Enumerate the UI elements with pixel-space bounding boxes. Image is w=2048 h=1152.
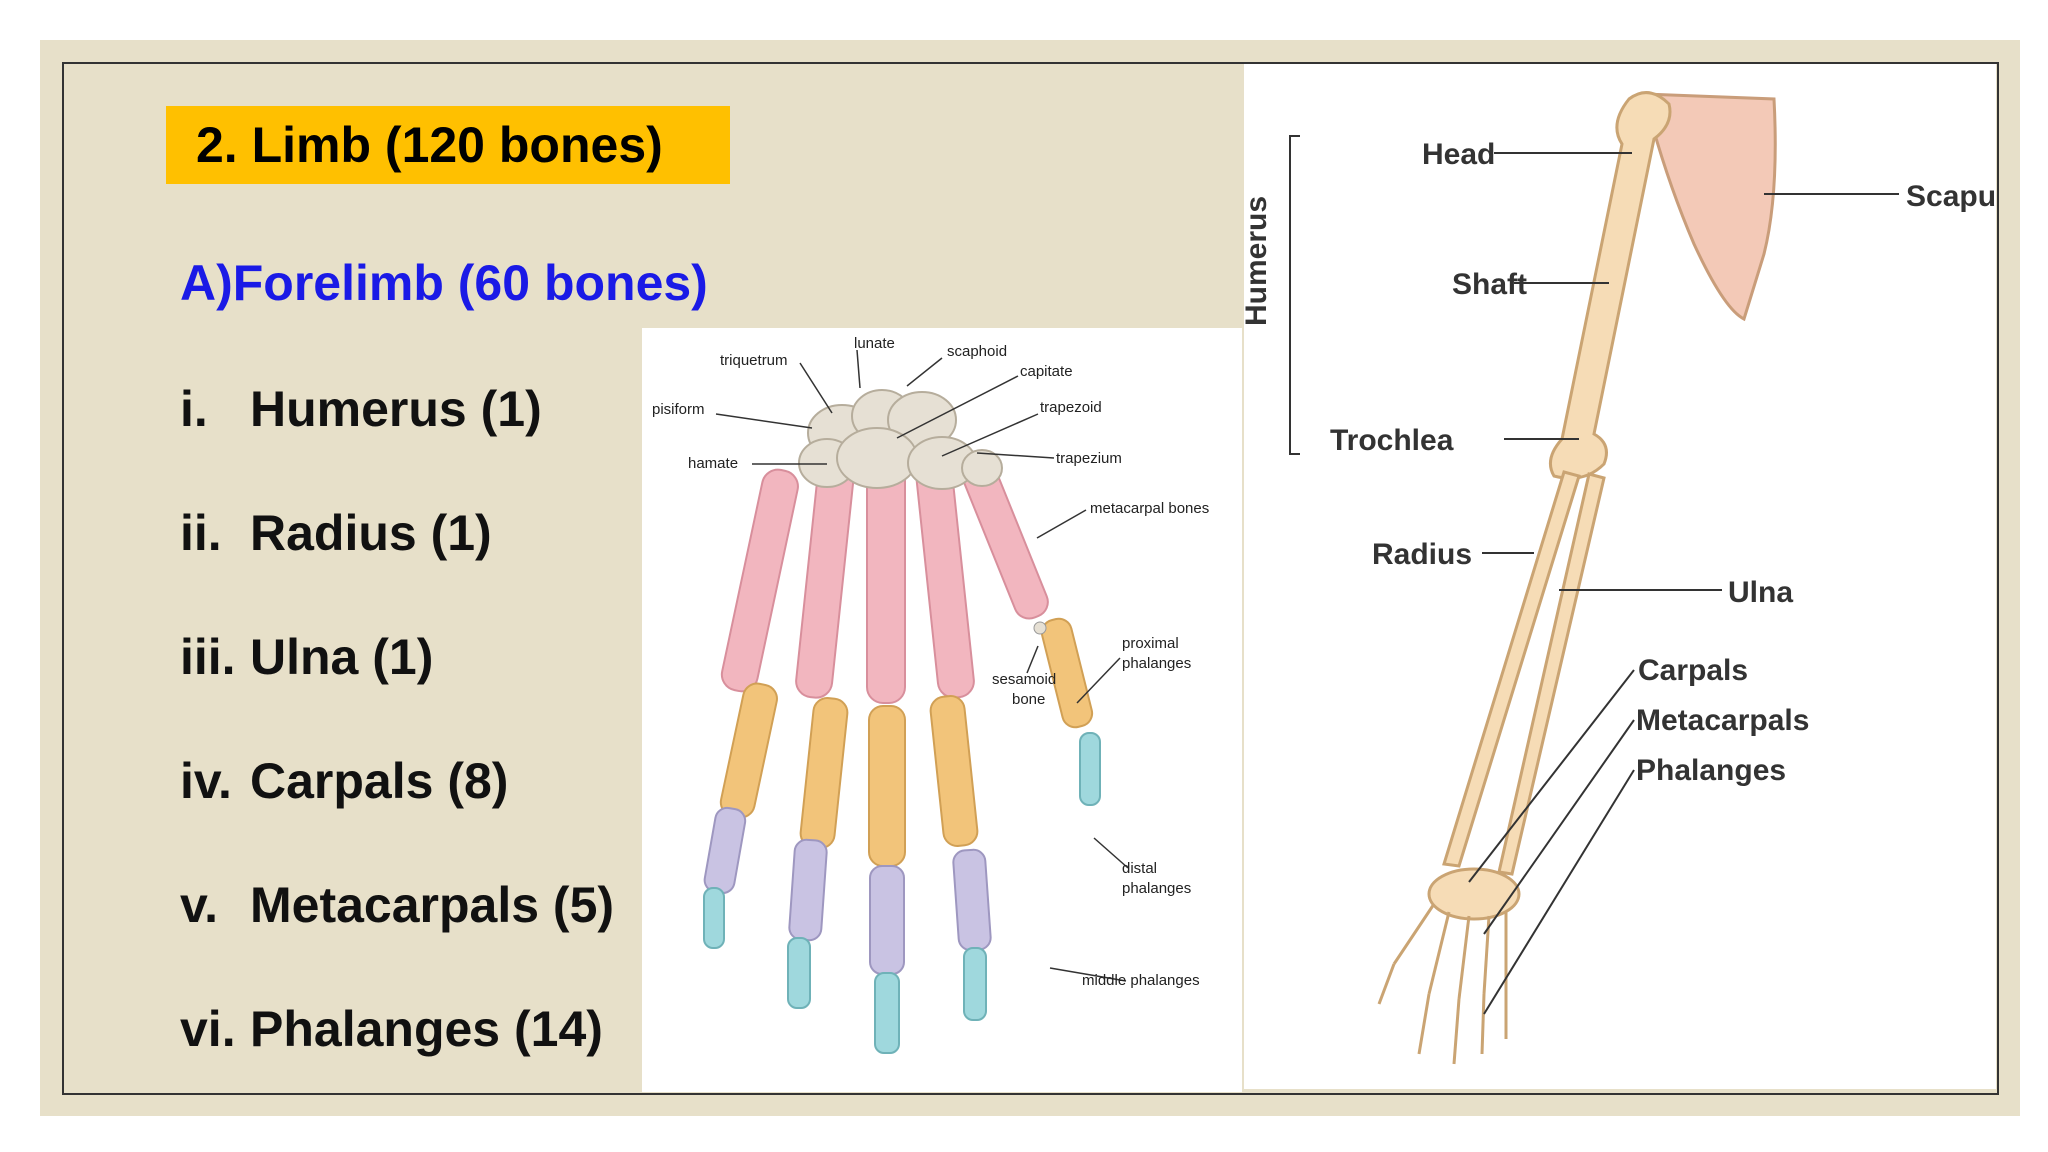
label-ulna: Ulna [1728, 576, 1793, 609]
label-humerus: Humerus [1244, 196, 1273, 326]
carpal-bones [798, 389, 1003, 490]
list-item-number: v. [180, 877, 218, 933]
section-title-badge: 2. Limb (120 bones) [166, 106, 730, 184]
label-metacarpals: Metacarpals [1636, 704, 1809, 737]
label-radius: Radius [1372, 538, 1472, 571]
humerus-bone [1548, 91, 1672, 480]
hand-leader-lines [715, 349, 1129, 982]
label-lunate: lunate [854, 335, 895, 352]
list-item-number: iv. [180, 753, 232, 809]
label-trochlea: Trochlea [1330, 424, 1454, 457]
list-item-text: Phalanges (14) [250, 1001, 603, 1057]
slide: 2. Limb (120 bones) A)Forelimb (60 bones… [40, 40, 2021, 1116]
label-proximal-phalanges-line2: phalanges [1122, 655, 1191, 672]
list-item-text: Ulna (1) [250, 629, 434, 685]
subsection-heading: A)Forelimb (60 bones) [180, 255, 708, 311]
radius-bone [1442, 470, 1581, 868]
label-trapezoid: trapezoid [1040, 399, 1102, 416]
label-trapezium: trapezium [1056, 450, 1122, 467]
label-shaft: Shaft [1452, 268, 1527, 301]
label-capitate: capitate [1020, 363, 1073, 380]
list-item-number: iii. [180, 629, 236, 685]
list-item-text: Humerus (1) [250, 381, 542, 437]
label-middle-phalanges: middle phalanges [1082, 972, 1200, 989]
list-item-number: vi. [180, 1001, 236, 1057]
label-pisiform: pisiform [652, 401, 705, 418]
label-proximal-phalanges-line1: proximal [1122, 635, 1179, 652]
list-item-number: ii. [180, 505, 222, 561]
label-sesamoid-line1: sesamoid [992, 671, 1056, 688]
label-hamate: hamate [688, 455, 738, 472]
label-scapula: Scapula [1906, 180, 1996, 213]
arm-hand-bones [1377, 867, 1521, 1065]
arm-leader-lines [1468, 152, 1899, 1015]
arm-skeleton-drawing: Humerus Head Scapula Shaft Trochlea Radi… [1240, 91, 2021, 1065]
list-item-text: Radius (1) [250, 505, 492, 561]
list-item-text: Metacarpals (5) [250, 877, 615, 933]
label-head: Head [1422, 138, 1495, 171]
label-scaphoid: scaphoid [947, 343, 1007, 360]
list-item-text: Carpals (8) [250, 753, 509, 809]
middle-phalanges [703, 806, 992, 975]
scapula-bone [1642, 92, 1777, 322]
sesamoid-bone [1033, 621, 1047, 635]
list-item-number: i. [180, 381, 208, 437]
humerus-bracket [1289, 135, 1300, 455]
metacarpal-bones [720, 451, 1049, 704]
label-metacarpal-bones: metacarpal bones [1090, 500, 1209, 517]
label-carpals: Carpals [1638, 654, 1748, 687]
label-sesamoid-line2: bone [1012, 691, 1045, 708]
arm-skeleton-figure: Humerus Head Scapula Shaft Trochlea Radi… [1240, 64, 2021, 1089]
proximal-phalanges [719, 617, 1094, 867]
label-distal-phalanges-line1: distal [1122, 860, 1157, 877]
distal-phalanges [703, 732, 1101, 1054]
hand-skeleton-drawing: lunate triquetrum scaphoid capitate pisi… [652, 335, 1209, 1054]
hand-skeleton-figure: lunate triquetrum scaphoid capitate pisi… [642, 328, 1242, 1092]
label-triquetrum: triquetrum [720, 352, 788, 369]
label-distal-phalanges-line2: phalanges [1122, 880, 1191, 897]
label-phalanges: Phalanges [1636, 754, 1786, 787]
slide-frame [62, 62, 1999, 1095]
ulna-bone [1497, 472, 1606, 876]
